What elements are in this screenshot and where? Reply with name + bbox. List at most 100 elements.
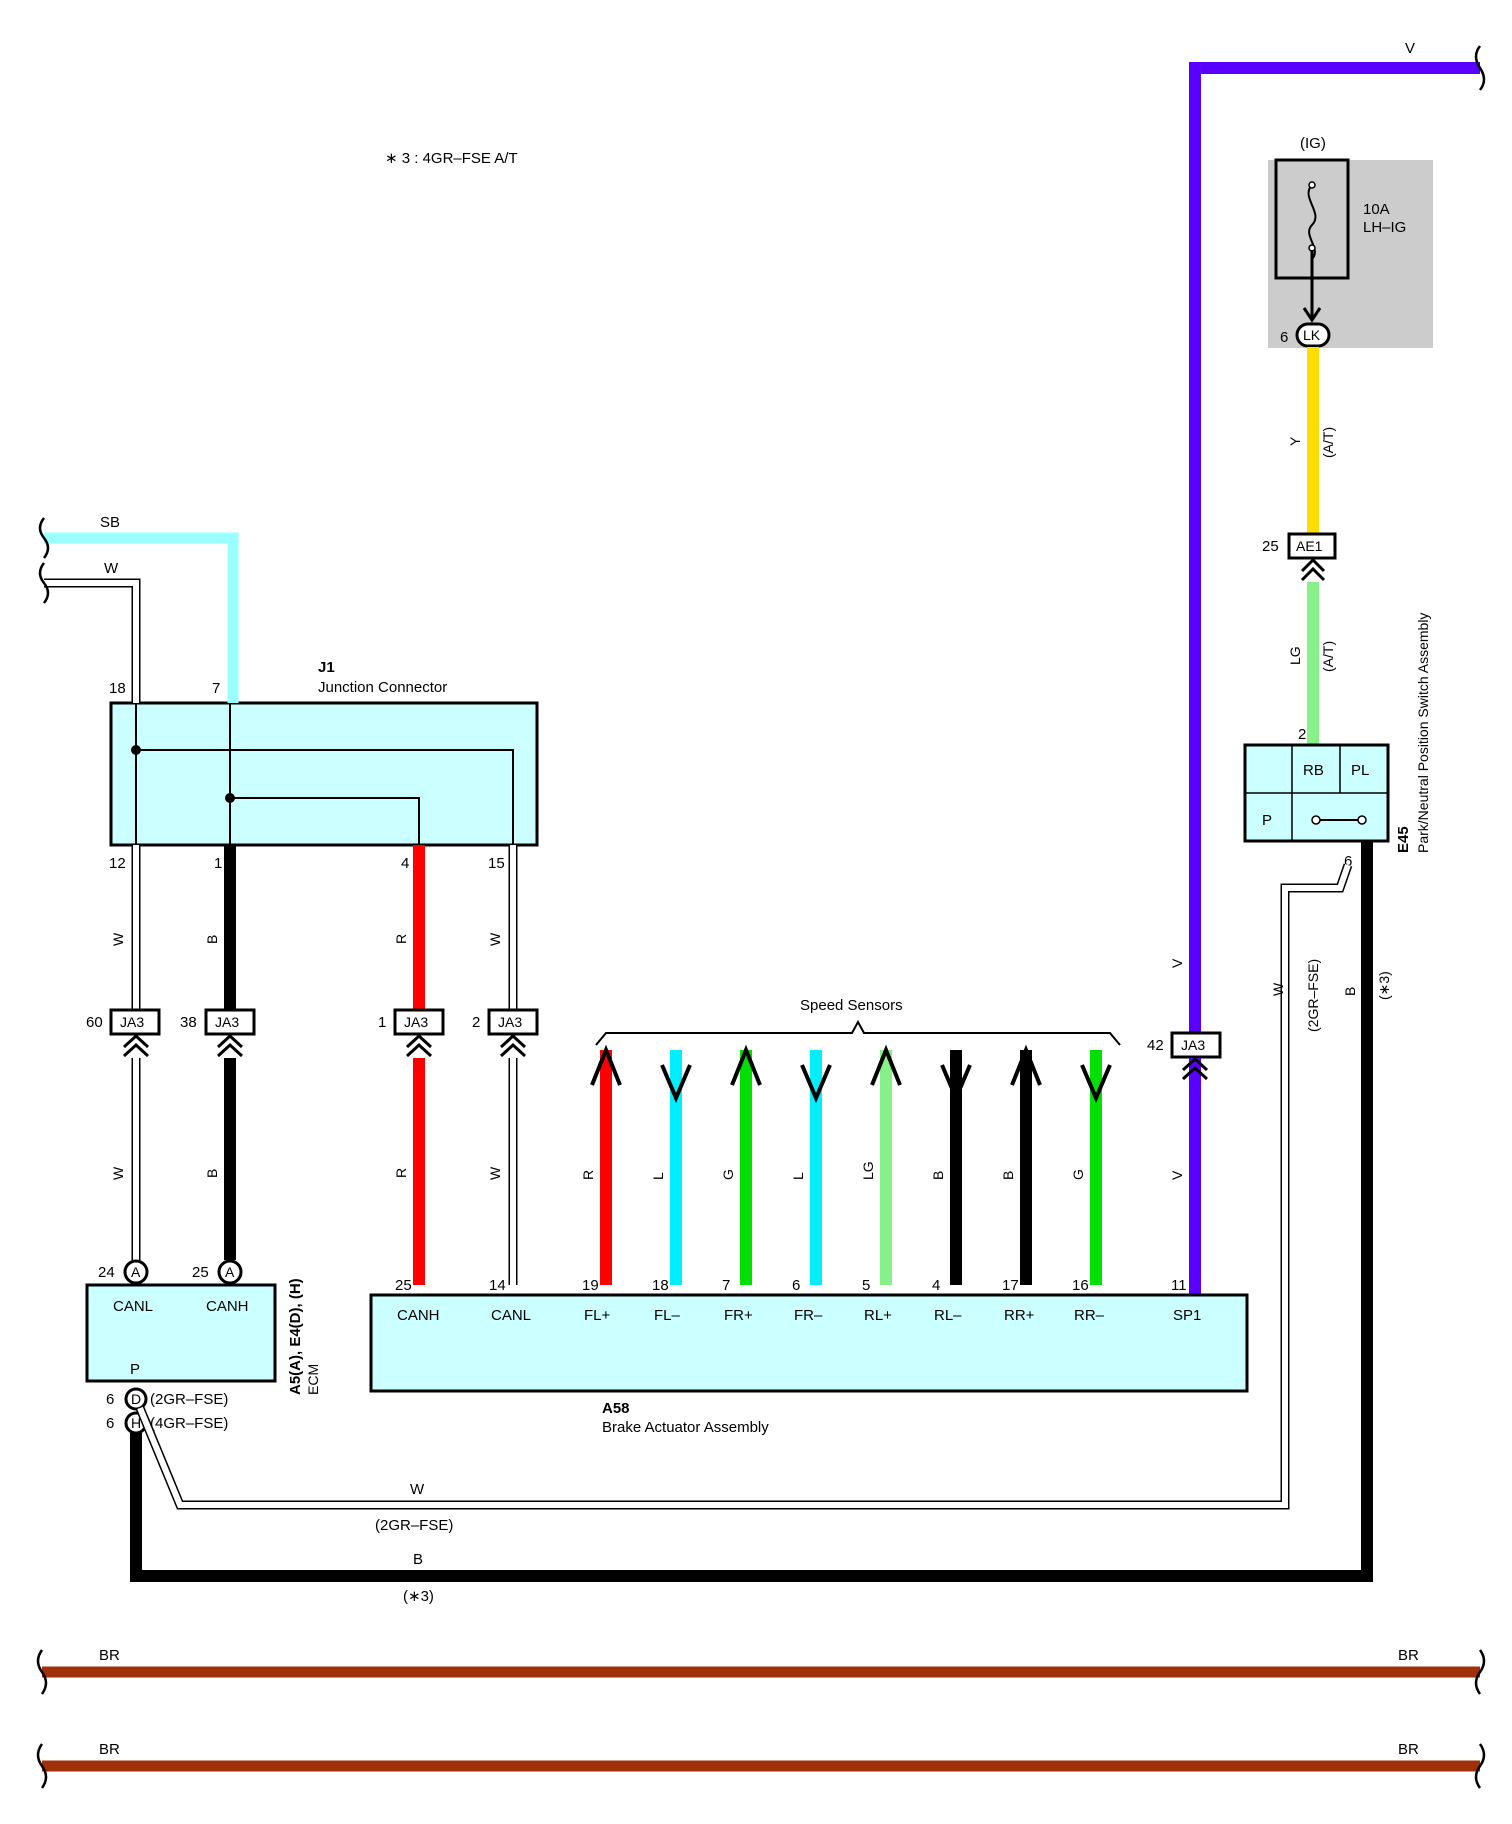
ecm-connector-d (124, 1387, 148, 1411)
arrow-up-icon (730, 1044, 762, 1086)
sensor-wire-color-label: R (580, 1170, 596, 1180)
brake-w-label: W (487, 1166, 503, 1180)
bottom-3-label: (∗3) (403, 1588, 434, 1605)
brake-terminal-label: RL+ (864, 1307, 892, 1324)
brake-terminal-label: CANL (491, 1307, 531, 1324)
lk-connector-label: LK (1303, 327, 1321, 343)
sensor-wire-color-label: LG (860, 1161, 876, 1180)
ecm-code: A5(A), E4(D), (H) (287, 1278, 304, 1395)
brake-pin-number: 19 (582, 1277, 599, 1294)
sb-wire: SB (38, 514, 239, 703)
brake-pin-number: 14 (489, 1277, 506, 1294)
sensor-wire-color-label: B (1000, 1171, 1016, 1180)
br-line-1-label-right: BR (1398, 1647, 1419, 1664)
ja3-connector-label: JA3 (1181, 1037, 1205, 1053)
fuse-block: (IG) 10A LH–IG 6 LK (1268, 135, 1433, 348)
y-wire-variant: (A/T) (1320, 427, 1336, 458)
j1-w15-label: W (487, 932, 503, 946)
brake-pin-number: 7 (722, 1277, 730, 1294)
lk-connector (1295, 322, 1331, 348)
brake-name: Brake Actuator Assembly (602, 1419, 769, 1436)
br-line-1-label-left: BR (99, 1647, 120, 1664)
lg-wire-variant: (A/T) (1320, 641, 1336, 672)
sensor-wire-color-label: B (930, 1171, 946, 1180)
ja3-arrow-icon (1181, 1056, 1209, 1081)
ja3-pin-2: 2 (472, 1014, 480, 1031)
brake-terminal-label: FL+ (584, 1307, 611, 1324)
w-wire-break-icon (38, 562, 50, 604)
fuse-terminal-icon (1308, 181, 1316, 189)
ecm-name: ECM (305, 1364, 321, 1395)
sensor-wire-color-label: G (720, 1169, 736, 1180)
e45-2gr-label: (2GR–FSE) (1305, 959, 1321, 1032)
bottom-w-label: W (410, 1481, 425, 1498)
e45-term-p: P (1262, 812, 1272, 829)
ja3-connector-label: JA3 (215, 1014, 239, 1030)
j1-r4-label: R (393, 934, 409, 944)
v-wire-lower: JA3 42 V V (1147, 958, 1222, 1285)
arrow-up-icon (1010, 1044, 1042, 1086)
ja3-arrow-icon (216, 1033, 244, 1058)
bottom-2gr-label: (2GR–FSE) (375, 1517, 453, 1534)
j1-pin-12: 12 (109, 855, 126, 872)
y-wire-label: Y (1287, 436, 1303, 446)
speed-sensors-title: Speed Sensors (800, 997, 903, 1014)
e45-pin-2: 2 (1298, 726, 1306, 743)
v-wire-label-mid: V (1169, 958, 1185, 968)
fuse-block-background (1268, 160, 1433, 348)
brake-pin-number: 17 (1002, 1277, 1019, 1294)
sb-wire-line (44, 532, 239, 703)
e45-contact-icon (1357, 815, 1367, 825)
lg-wire-label: LG (1287, 646, 1303, 665)
ja3-arrow-icon (122, 1033, 150, 1058)
w-wire-top: W (38, 560, 141, 703)
ecm-connector-d-label: D (131, 1391, 141, 1407)
brake-actuator: CANH25CANL14FL+19FL–18FR+7FR–6RL+5RL–4RR… (369, 1277, 1249, 1436)
ecm-connector-a-label: A (225, 1264, 235, 1280)
e45-term-pl: PL (1351, 762, 1369, 779)
j1-pin-4: 4 (401, 855, 409, 872)
fuse-group: (IG) (1300, 135, 1326, 152)
w-wire-top-label: W (104, 560, 119, 577)
brake-pin-number: 4 (932, 1277, 940, 1294)
ja3-connector-label: JA3 (120, 1014, 144, 1030)
ja3-connector-label: JA3 (404, 1014, 428, 1030)
ecm-e45-wires: W (2GR–FSE) B (∗3) W (2GR–FSE) B (∗3) (130, 841, 1392, 1605)
ae1-connector (1287, 532, 1337, 560)
brake-pin-number: 18 (652, 1277, 669, 1294)
ecm-term-canl: CANL (113, 1298, 153, 1315)
j1-bus-line (230, 797, 420, 845)
sensor-wire-color-label: L (790, 1172, 806, 1180)
variant-note: ∗ 3 : 4GR–FSE A/T (385, 150, 518, 167)
ja3-connector-38 (204, 1008, 256, 1036)
brake-pin-number: 16 (1072, 1277, 1089, 1294)
j1-pin-7: 7 (212, 680, 220, 697)
brake-terminal-label: FR+ (724, 1307, 753, 1324)
brake-pin-number: 25 (395, 1277, 412, 1294)
ja3-arrow-icon (405, 1033, 433, 1058)
ecm-b-label: B (204, 1169, 220, 1178)
ecm-pin-canh: 25 (192, 1264, 209, 1281)
ecm-w-label: W (110, 1166, 126, 1180)
ja3-pin-42: 42 (1147, 1037, 1164, 1054)
e45-pin-6: 6 (1344, 853, 1352, 870)
arrow-down-icon (660, 1064, 692, 1104)
ecm-pin-h: 6 (106, 1415, 114, 1432)
j1-w12-label: W (110, 932, 126, 946)
j1-name: Junction Connector (318, 679, 447, 696)
br-line-1-break-right-icon (1474, 1649, 1486, 1695)
br-line-2-break-left-icon (36, 1743, 48, 1789)
v-wire-break-icon (1474, 45, 1486, 91)
arrow-down-icon (1080, 1064, 1112, 1104)
brake-terminal-label: FL– (654, 1307, 681, 1324)
ae1-connector-label: AE1 (1296, 538, 1323, 554)
j1-pin-18: 18 (109, 680, 126, 697)
arrow-down-icon (800, 1064, 832, 1104)
v-wire-line (1189, 62, 1480, 1298)
bottom-w-fill (137, 864, 1351, 1508)
brake-r-label: R (393, 1168, 409, 1178)
can-wires: W B R W JA3 60 JA3 38 JA3 1 JA3 2 W B R … (86, 845, 539, 1285)
sensor-wire-color-label: G (1070, 1169, 1086, 1180)
